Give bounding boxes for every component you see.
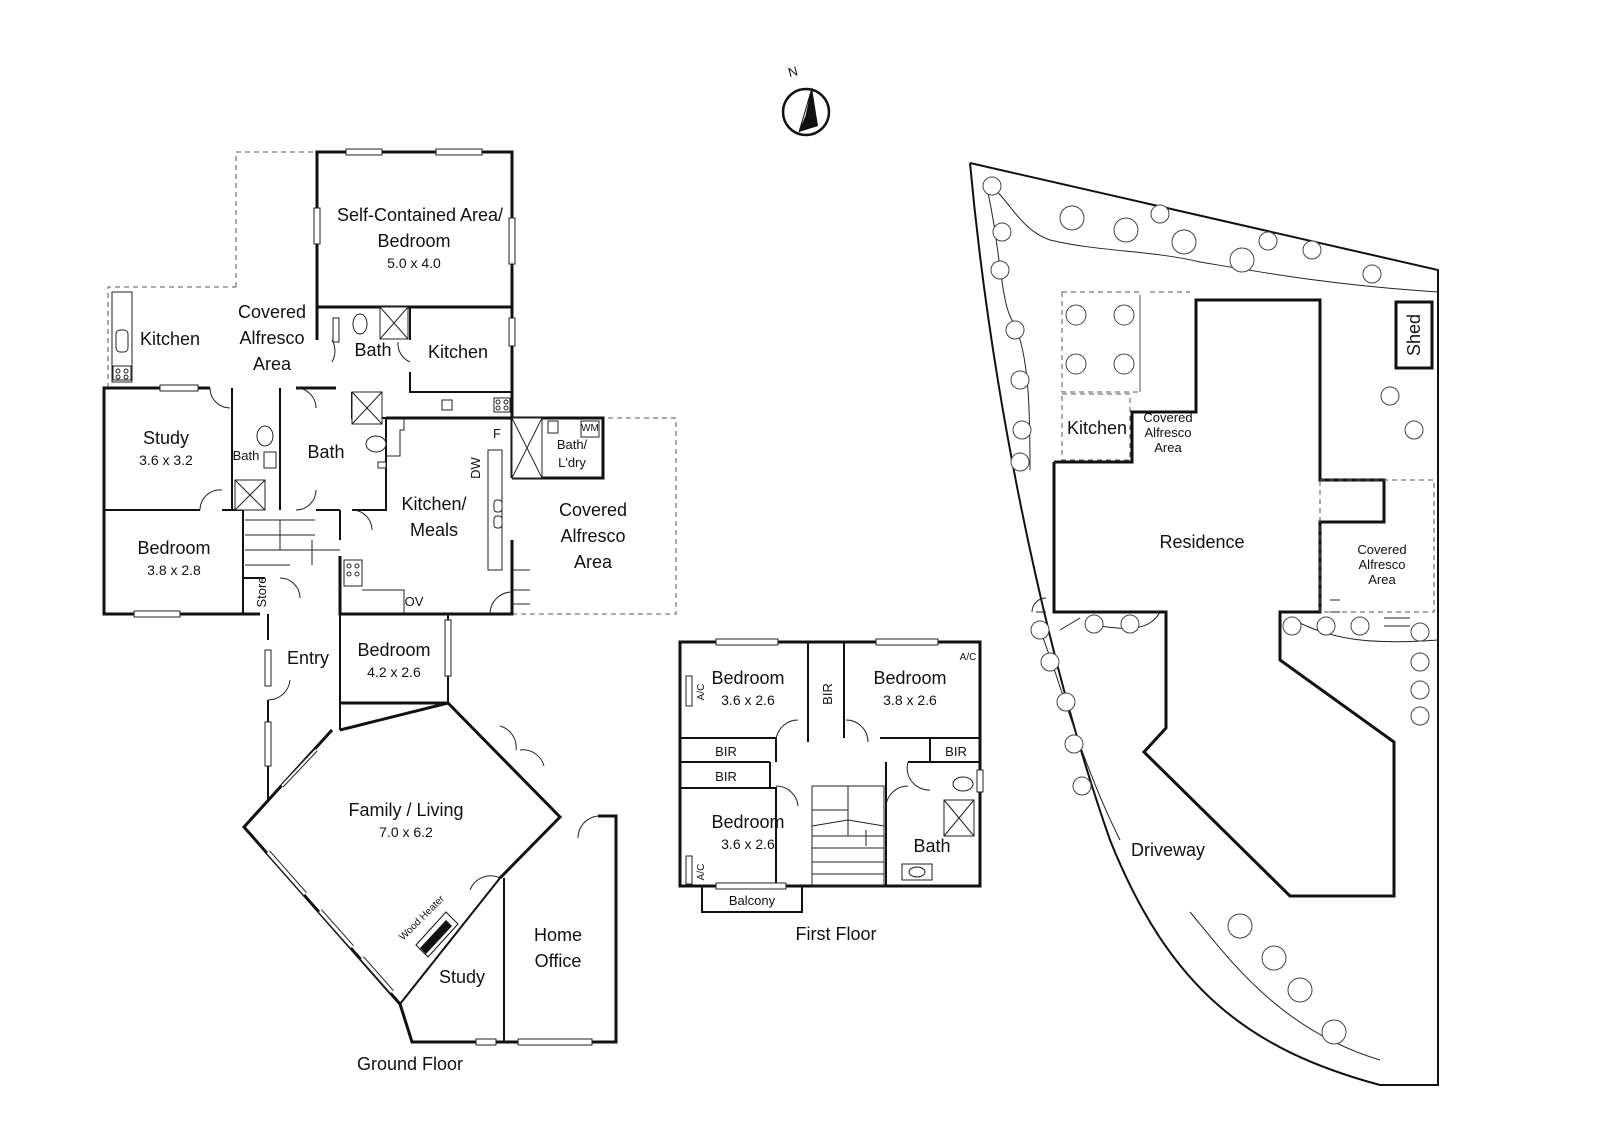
first-bedroom-3-label: Bedroom <box>711 812 784 832</box>
ground-floor-plan: Self-Contained Area/ Bedroom 5.0 x 4.0 K… <box>102 148 677 1074</box>
balcony-label: Balcony <box>729 893 776 908</box>
study-lower-label: Study <box>439 967 485 987</box>
self-contained-label-1: Self-Contained Area/ <box>337 205 503 225</box>
bath-ldry-label-1: Bath/ <box>557 437 588 452</box>
covered-alfresco-right-2: Alfresco <box>560 526 625 546</box>
shed-label: Shed <box>1404 314 1424 356</box>
ac-label-3: A/C <box>696 864 707 881</box>
store-label: Store <box>254 576 269 607</box>
fridge-label: F <box>493 426 501 441</box>
oven-label: OV <box>405 594 424 609</box>
first-bedroom-2-dim: 3.8 x 2.6 <box>883 692 937 708</box>
bir-label-2: BIR <box>715 769 737 784</box>
north-compass-icon: N <box>781 63 831 137</box>
bir-label-1: BIR <box>715 744 737 759</box>
study-dim: 3.6 x 3.2 <box>139 452 193 468</box>
first-floor-title: First Floor <box>796 924 877 944</box>
kitchen-meals-label-1: Kitchen/ <box>401 494 466 514</box>
bedroom-mid-label: Bedroom <box>357 640 430 660</box>
first-bedroom-1-label: Bedroom <box>711 668 784 688</box>
home-office-label-2: Office <box>535 951 582 971</box>
site-alfresco-top-1: Covered <box>1143 410 1192 425</box>
trees <box>982 176 1430 1045</box>
site-alfresco-right-2: Alfresco <box>1359 557 1406 572</box>
bath-mid-label: Bath <box>307 442 344 462</box>
windows <box>133 148 593 1046</box>
site-alfresco-top-2: Alfresco <box>1145 425 1192 440</box>
entry-label: Entry <box>287 648 329 668</box>
covered-alfresco-top-3: Area <box>253 354 292 374</box>
covered-alfresco-top-2: Alfresco <box>239 328 304 348</box>
site-kitchen-label: Kitchen <box>1067 418 1127 438</box>
self-contained-dim: 5.0 x 4.0 <box>387 255 441 271</box>
bath-top-label: Bath <box>354 340 391 360</box>
site-alfresco-right-3: Area <box>1368 572 1396 587</box>
door-swings <box>199 339 599 891</box>
family-living-dim: 7.0 x 6.2 <box>379 824 433 840</box>
bath-small-label: Bath <box>233 448 260 463</box>
compass-label: N <box>786 63 799 80</box>
first-bedroom-3-dim: 3.6 x 2.6 <box>721 836 775 852</box>
ac-label-1: A/C <box>960 652 977 663</box>
residence-label: Residence <box>1159 532 1244 552</box>
first-bath-label: Bath <box>913 836 950 856</box>
dishwasher-label: DW <box>468 456 483 478</box>
wm-label: WM <box>581 423 599 434</box>
driveway-label: Driveway <box>1131 840 1205 860</box>
bedroom-left-label: Bedroom <box>137 538 210 558</box>
family-living-label: Family / Living <box>348 800 463 820</box>
ground-floor-title: Ground Floor <box>357 1054 463 1074</box>
kitchen-meals-label-2: Meals <box>410 520 458 540</box>
angled-windows <box>266 748 394 994</box>
first-bedroom-1-dim: 3.6 x 2.6 <box>721 692 775 708</box>
fixtures <box>111 291 600 958</box>
self-contained-label-2: Bedroom <box>377 231 450 251</box>
bir-label-3: BIR <box>945 744 967 759</box>
bedroom-mid-dim: 4.2 x 2.6 <box>367 664 421 680</box>
first-floor-plan: Bedroom 3.6 x 2.6 Bedroom 3.8 x 2.6 Bedr… <box>678 638 984 944</box>
home-office-label-1: Home <box>534 925 582 945</box>
kitchen-left-label: Kitchen <box>140 329 200 349</box>
bath-ldry-label-2: L'dry <box>558 455 586 470</box>
ac-label-2: A/C <box>696 684 707 701</box>
site-alfresco-top-3: Area <box>1154 440 1182 455</box>
site-plan: Kitchen Covered Alfresco Area Shed Resid… <box>969 162 1439 1086</box>
bedroom-left-dim: 3.8 x 2.8 <box>147 562 201 578</box>
study-label: Study <box>143 428 189 448</box>
bir-label-vertical: BIR <box>820 683 835 705</box>
first-bedroom-2-label: Bedroom <box>873 668 946 688</box>
site-alfresco-right-1: Covered <box>1357 542 1406 557</box>
kitchen-top-label: Kitchen <box>428 342 488 362</box>
covered-alfresco-right-3: Area <box>574 552 613 572</box>
covered-alfresco-top-1: Covered <box>238 302 306 322</box>
covered-alfresco-right-1: Covered <box>559 500 627 520</box>
